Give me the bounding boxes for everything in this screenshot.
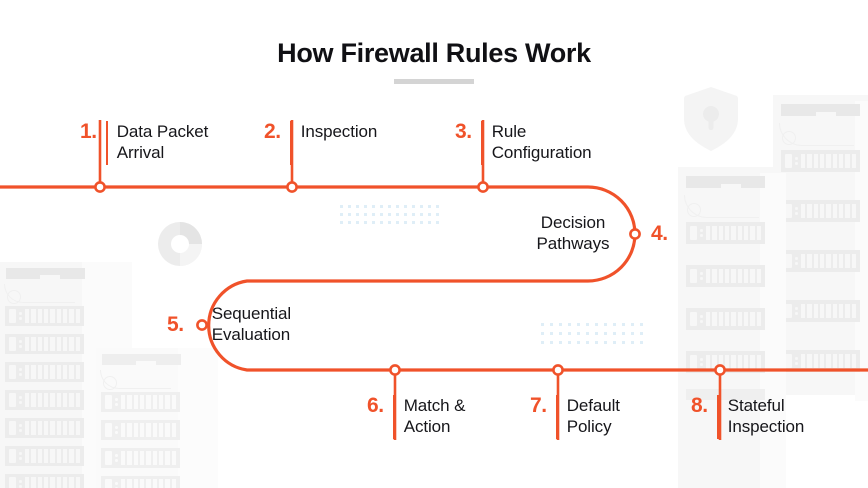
- donut-chart-icon: [158, 222, 202, 266]
- marker-8: [714, 364, 726, 376]
- step-5[interactable]: 5. Sequential Evaluation: [167, 303, 291, 345]
- step-2-number: 2.: [264, 120, 281, 143]
- step-3[interactable]: 3. Rule Configuration: [455, 121, 592, 165]
- shield-lock-icon: [684, 87, 738, 151]
- step-4-label: Decision Pathways: [536, 213, 610, 253]
- step-2-divider: [289, 121, 292, 165]
- step-8-divider: [716, 395, 719, 439]
- step-8-number: 8.: [691, 394, 708, 417]
- step-7[interactable]: 7. Default Policy: [530, 395, 620, 439]
- dot-grid-upper: [340, 205, 444, 229]
- server-rack-bottom-mid: [96, 348, 218, 488]
- step-8[interactable]: 8. Stateful Inspection: [691, 395, 804, 439]
- page-title: How Firewall Rules Work: [277, 38, 591, 68]
- step-2[interactable]: 2. Inspection: [264, 121, 377, 165]
- step-8-label: Stateful Inspection: [727, 396, 805, 436]
- step-3-number: 3.: [455, 120, 472, 143]
- step-6-number: 6.: [367, 394, 384, 417]
- marker-1: [94, 181, 106, 193]
- step-1-number: 1.: [80, 120, 97, 143]
- step-5-label: Sequential Evaluation: [211, 304, 292, 344]
- step-6-label: Match & Action: [403, 396, 466, 436]
- marker-5: [196, 319, 208, 331]
- step-7-number: 7.: [530, 394, 547, 417]
- marker-4: [629, 228, 641, 240]
- server-rack-top-right: [773, 95, 868, 401]
- server-rack-bottom-left: [0, 262, 132, 488]
- step-2-label: Inspection: [300, 122, 378, 141]
- server-rack-mid-right: [678, 167, 786, 488]
- step-4-number: 4.: [651, 222, 668, 245]
- step-1[interactable]: 1. Data Packet Arrival: [80, 121, 208, 165]
- step-1-label: Data Packet Arrival: [116, 122, 209, 162]
- step-6-divider: [392, 395, 395, 439]
- marker-7: [552, 364, 564, 376]
- step-7-divider: [555, 395, 558, 439]
- dot-grid-lower: [541, 323, 649, 350]
- marker-2: [286, 181, 298, 193]
- step-6[interactable]: 6. Match & Action: [367, 395, 465, 439]
- title-underline: [394, 79, 474, 84]
- step-3-divider: [480, 121, 483, 165]
- step-1-divider: [105, 121, 108, 165]
- marker-6: [389, 364, 401, 376]
- step-4[interactable]: Decision Pathways 4.: [519, 212, 678, 254]
- step-5-number: 5.: [167, 313, 184, 336]
- flow-line: [0, 185, 868, 372]
- step-7-label: Default Policy: [566, 396, 620, 436]
- marker-3: [477, 181, 489, 193]
- step-3-label: Rule Configuration: [491, 122, 592, 162]
